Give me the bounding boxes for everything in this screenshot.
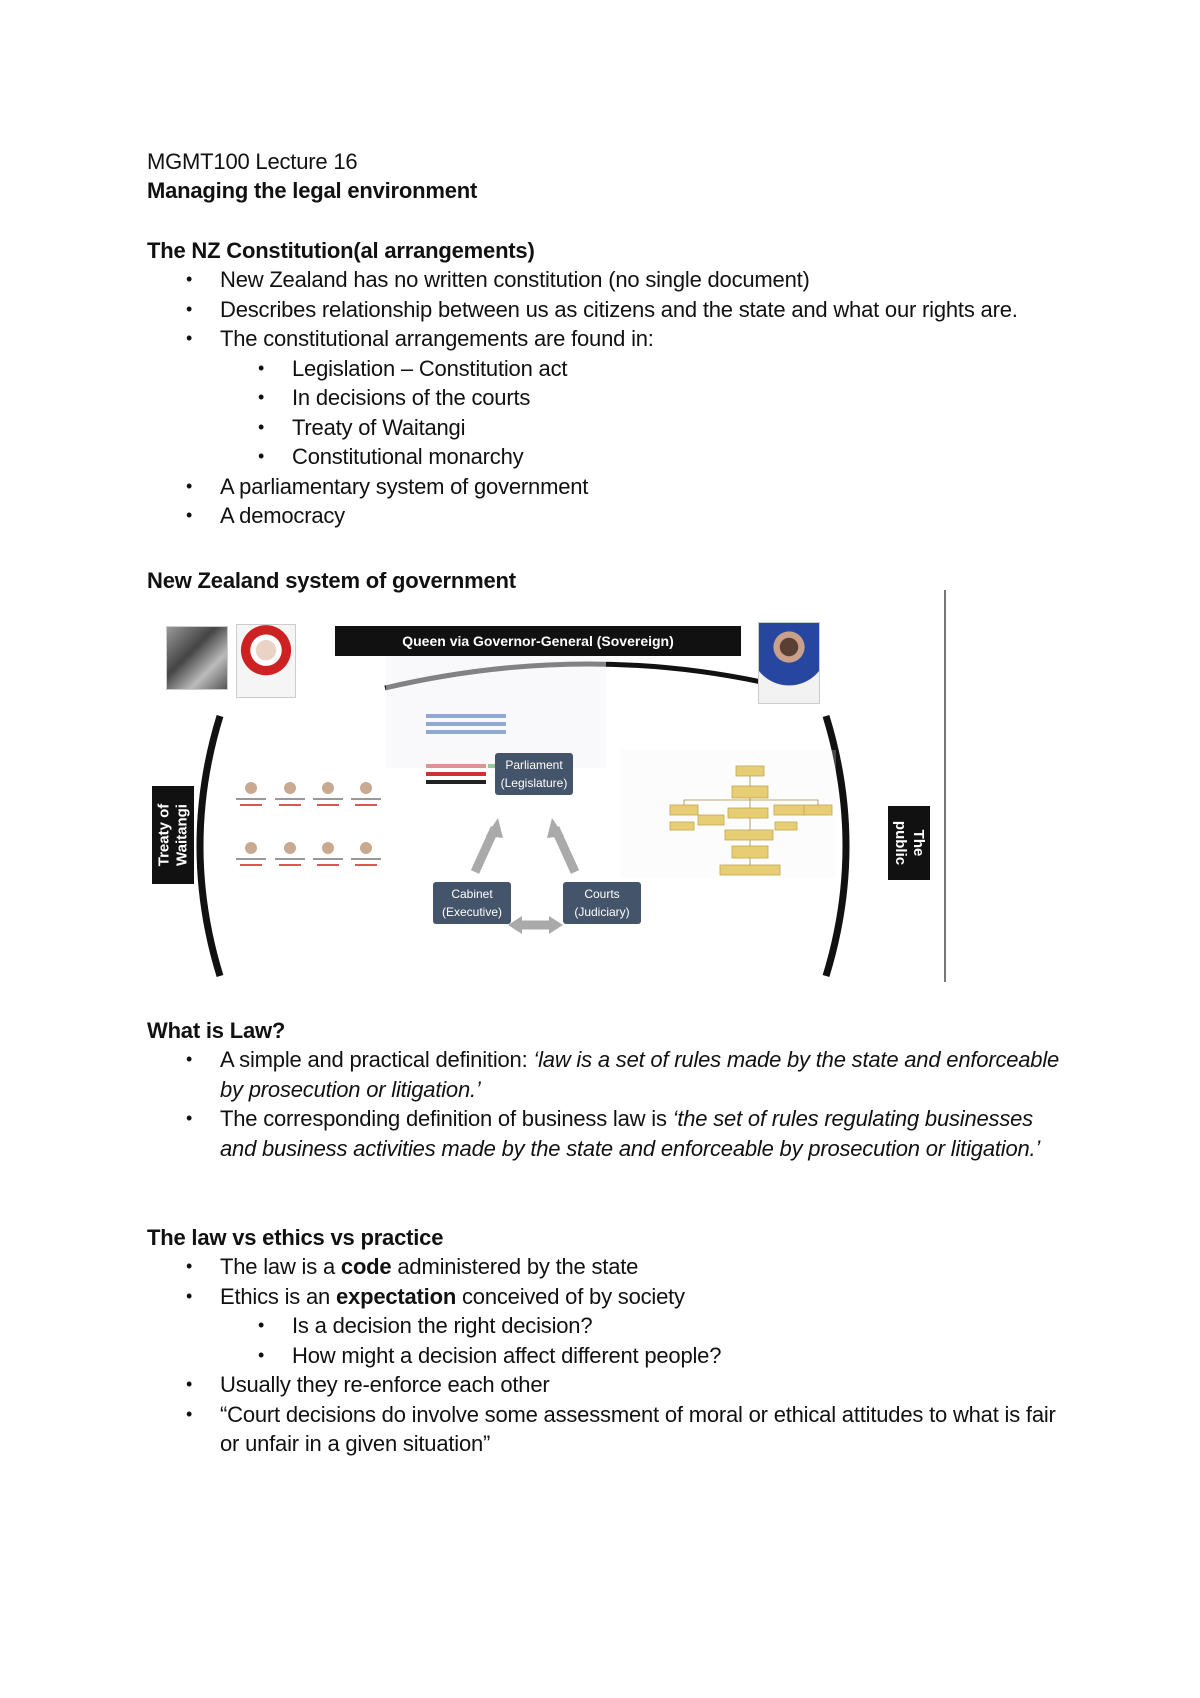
- treaty-line2: Waitangi: [173, 804, 190, 866]
- treaty-line1: Treaty of: [155, 803, 172, 867]
- cabinet-box: Cabinet (Executive): [433, 882, 511, 924]
- government-heading: New Zealand system of government: [147, 568, 516, 593]
- public-line2: public: [892, 820, 910, 866]
- queen-portrait: [236, 624, 296, 698]
- constitution-list: New Zealand has no written constitution …: [186, 265, 1018, 531]
- cabinet-label: Cabinet: [451, 887, 493, 901]
- list-item-quote: ‘the set of rules regulating businesses …: [220, 1106, 1041, 1161]
- list-item: Legislation – Constitution act: [258, 354, 1018, 384]
- text-segment: Ethics is an: [220, 1283, 337, 1309]
- list-item: Treaty of Waitangi: [258, 413, 1018, 443]
- list-item: Constitutional monarchy: [258, 442, 1018, 472]
- lecture-subtitle: Managing the legal environment: [147, 178, 478, 203]
- sublist: Legislation – Constitution act In decisi…: [220, 354, 1018, 472]
- divider-line: [944, 590, 946, 982]
- lecture-title: MGMT100 Lecture 16: [147, 149, 358, 174]
- parliament-sublabel: (Legislature): [500, 776, 568, 790]
- text-segment: conceived of by society: [456, 1283, 685, 1309]
- diagram-art: [196, 661, 850, 978]
- list-item: How might a decision affect different pe…: [258, 1341, 1060, 1371]
- text-emphasis: code: [340, 1254, 392, 1279]
- list-item: Usually they re-enforce each other: [186, 1370, 1060, 1400]
- parliament-seating-chart: [386, 640, 606, 768]
- sublist: Is a decision the right decision? How mi…: [220, 1311, 1060, 1370]
- list-item-lead: The corresponding definition of business…: [220, 1106, 673, 1131]
- courts-structure-chart: [620, 750, 836, 878]
- government-diagram: Queen via Governor-General (Sovereign) P…: [150, 590, 950, 990]
- ethics-list: The law is a code administered by the st…: [186, 1252, 1060, 1459]
- list-item: The corresponding definition of business…: [186, 1104, 1060, 1163]
- list-item: In decisions of the courts: [258, 383, 1018, 413]
- ethics-heading: The law vs ethics vs practice: [147, 1225, 444, 1250]
- list-item: Is a decision the right decision?: [258, 1311, 1060, 1341]
- text-segment: administered by the state: [391, 1254, 639, 1279]
- public-line1: The: [910, 829, 928, 857]
- list-item-text: The constitutional arrangements are foun…: [220, 326, 654, 351]
- sovereign-banner: Queen via Governor-General (Sovereign): [335, 626, 741, 656]
- governor-general-portrait: [758, 622, 820, 704]
- parliament-label: Parliament: [505, 758, 563, 772]
- text-segment: The law is a: [220, 1254, 341, 1279]
- constitution-heading: The NZ Constitution(al arrangements): [147, 238, 535, 263]
- list-item: A parliamentary system of government: [186, 472, 1018, 502]
- treaty-label: Treaty of Waitangi: [152, 786, 194, 884]
- law-heading: What is Law?: [147, 1018, 286, 1043]
- law-list: A simple and practical definition: ‘law …: [186, 1045, 1060, 1163]
- list-item: The constitutional arrangements are foun…: [186, 324, 1018, 472]
- list-item: A democracy: [186, 501, 1018, 531]
- courts-sublabel: (Judiciary): [574, 905, 630, 919]
- cabinet-sublabel: (Executive): [441, 905, 503, 919]
- list-item: A simple and practical definition: ‘law …: [186, 1045, 1060, 1104]
- list-item-lead: A simple and practical definition:: [220, 1047, 534, 1072]
- courts-label: Courts: [584, 887, 620, 901]
- list-item: New Zealand has no written constitution …: [186, 265, 1018, 295]
- courts-box: Courts (Judiciary): [563, 882, 641, 924]
- list-item: Describes relationship between us as cit…: [186, 295, 1018, 325]
- list-item: The law is a code administered by the st…: [186, 1252, 1060, 1282]
- list-item: Ethics is an expectation conceived of by…: [186, 1282, 1060, 1371]
- text-emphasis: expectation: [336, 1283, 457, 1309]
- historical-photo: [166, 626, 228, 690]
- list-item-quote: ‘law is a set of rules made by the state…: [220, 1047, 1060, 1102]
- public-label: The public: [888, 806, 930, 880]
- list-item: “Court decisions do involve some assessm…: [186, 1400, 1060, 1459]
- parliament-box: Parliament (Legislature): [495, 753, 573, 795]
